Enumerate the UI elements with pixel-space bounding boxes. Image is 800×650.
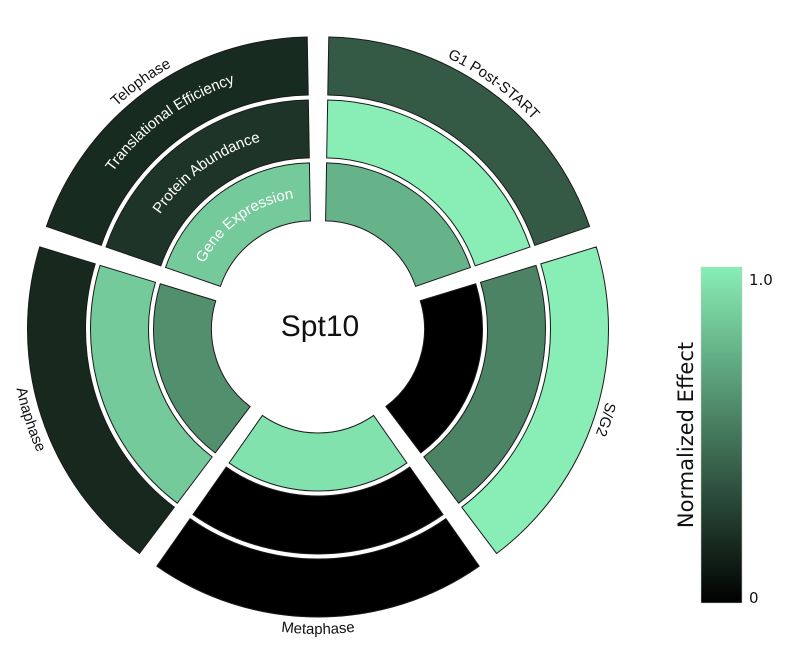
segment-anaphase-gene-expression	[153, 283, 251, 454]
segment-metaphase-translational-efficiency	[156, 517, 480, 618]
phase-label: Metaphase	[281, 619, 356, 638]
segment-s-g2-protein-abundance	[423, 264, 546, 504]
segment-g1-post-start-gene-expression	[325, 162, 472, 287]
colorbar-min-label: 0	[749, 589, 759, 607]
segment-metaphase-gene-expression	[228, 414, 408, 492]
colorbar-gradient	[700, 266, 743, 604]
segment-s-g2-gene-expression	[385, 283, 483, 454]
segment-anaphase-translational-efficiency	[26, 246, 175, 555]
segment-telophase-translational-efficiency	[45, 36, 309, 246]
colorbar-max-label: 1.0	[749, 271, 773, 289]
segment-telophase-gene-expression	[164, 162, 311, 287]
segment-anaphase-protein-abundance	[90, 264, 213, 504]
segment-g1-post-start-translational-efficiency	[327, 36, 591, 246]
segment-g1-post-start-protein-abundance	[326, 99, 531, 267]
center-title: Spt10	[281, 310, 359, 343]
colorbar: 1.0 0 Normalized Effect	[674, 266, 773, 607]
segment-telophase-protein-abundance	[105, 99, 310, 267]
segment-s-g2-translational-efficiency	[461, 246, 610, 555]
colorbar-title: Normalized Effect	[674, 342, 698, 528]
segment-metaphase-protein-abundance	[192, 466, 444, 555]
segments	[26, 36, 610, 618]
